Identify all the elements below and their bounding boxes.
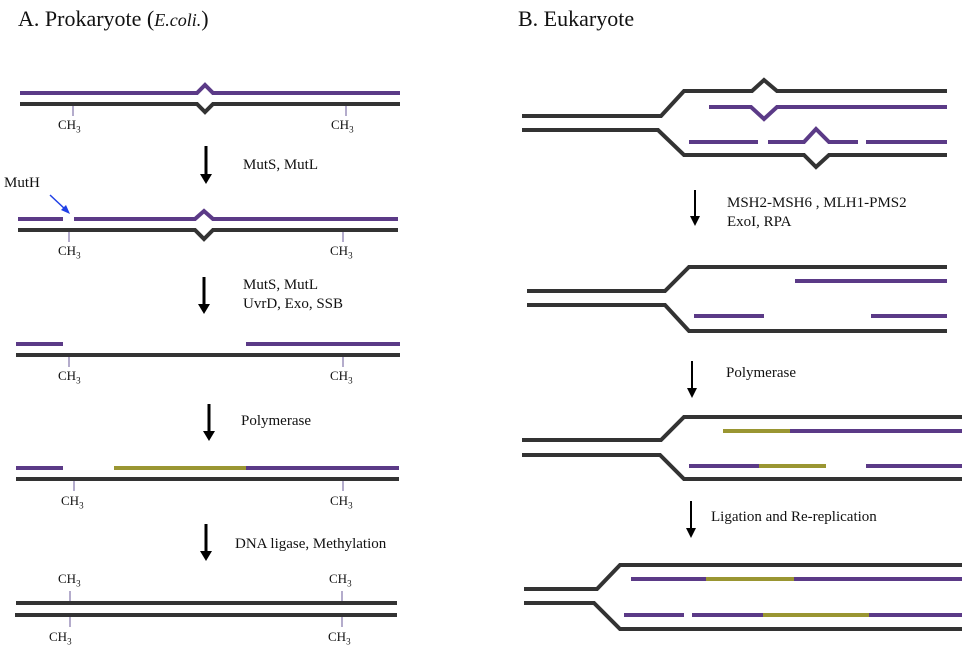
a2-new-strand-right (74, 208, 398, 221)
a-arrow-1 (200, 146, 212, 184)
a-stage5-dna (15, 591, 397, 627)
a-arrow-3 (203, 404, 215, 441)
b-stage3-dna (522, 415, 962, 481)
b1-new-bottom-frag-2 (768, 126, 858, 144)
b-step1-line1: MSH2-MSH6 , MLH1-PMS2 (727, 195, 907, 211)
panel-a-title: A. Prokaryote (E.coli.) (18, 6, 209, 32)
b-stage2-dna (527, 265, 947, 333)
a1-template-strand (20, 102, 400, 115)
a-stage1-dna (20, 82, 400, 116)
b-arrow-3 (686, 501, 696, 538)
b-step3-line1: Ligation and Re-replication (711, 509, 877, 525)
methyl-label: CH3 (58, 571, 81, 589)
b1-template-bottom (522, 128, 947, 170)
a-arrow-4 (200, 524, 212, 561)
methyl-label: CH3 (328, 629, 351, 647)
methyl-label: CH3 (330, 368, 353, 386)
a2-template-strand (18, 228, 398, 242)
muth-label: MutH (4, 175, 40, 191)
methyl-label: CH3 (329, 571, 352, 589)
b3-template-bottom (522, 453, 962, 481)
b-step3-label: Ligation and Re-replication (711, 508, 877, 527)
b-stage1-dna (522, 77, 947, 170)
a-step2-line2: UvrD, Exo, SSB (243, 296, 344, 312)
a-step3-line1: Polymerase (241, 413, 311, 429)
b-step2-label: Polymerase (726, 364, 796, 383)
a-stage3-dna (16, 342, 400, 367)
a-step1-label: MutS, MutL (243, 156, 318, 175)
b2-template-top (527, 265, 947, 293)
b-step2-line1: Polymerase (726, 365, 796, 381)
panel-a-species: (E.coli.) (146, 6, 209, 31)
a-step4-label: DNA ligase, Methylation (235, 535, 386, 554)
methyl-label: CH3 (331, 117, 354, 135)
b4-template-top (524, 563, 962, 591)
a-step1-line1: MutS, MutL (243, 157, 319, 173)
b4-template-bottom (524, 601, 962, 631)
b-stage4-dna (524, 563, 962, 631)
methyl-label: CH3 (49, 629, 72, 647)
panel-b-title: B. Eukaryote (518, 6, 635, 31)
methyl-label: CH3 (330, 243, 353, 261)
b1-new-top (709, 105, 947, 122)
methyl-label: CH3 (58, 243, 81, 261)
a-step2-label: MutS, MutL UvrD, Exo, SSB (243, 276, 343, 314)
panel-a-species-name: E.coli. (154, 10, 202, 30)
a-arrow-2 (198, 277, 210, 314)
a-stage2-dna (18, 208, 398, 242)
a-step4-line1: DNA ligase, Methylation (235, 536, 387, 552)
methyl-label: CH3 (58, 117, 81, 135)
a-step2-line1: MutS, MutL (243, 277, 319, 293)
panel-a-title-text: A. Prokaryote (18, 6, 142, 31)
methyl-label: CH3 (61, 493, 84, 511)
b1-template-top (522, 77, 947, 118)
b3-template-top (522, 415, 962, 442)
a-stage4-dna (16, 466, 399, 491)
b2-template-bottom (527, 303, 947, 333)
muth-pointer-arrow (49, 194, 70, 214)
b-arrow-2 (687, 361, 697, 398)
b-arrow-1 (690, 190, 700, 226)
methyl-label: CH3 (330, 493, 353, 511)
b-step1-line2: ExoI, RPA (727, 214, 792, 230)
methyl-label: CH3 (58, 368, 81, 386)
a-step3-label: Polymerase (241, 412, 311, 431)
b-step1-label: MSH2-MSH6 , MLH1-PMS2 ExoI, RPA (727, 194, 907, 232)
a1-new-strand (20, 82, 400, 95)
